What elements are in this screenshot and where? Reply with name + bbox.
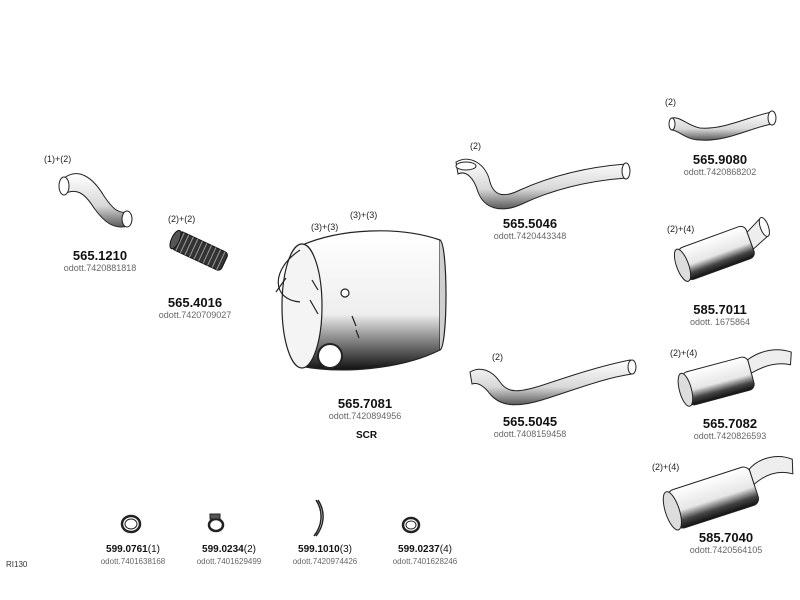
scr-muffler-565-7081-drawing [275, 230, 447, 371]
qty-565-7081-b: (3)+(3) [350, 210, 378, 220]
qty-565-5046: (2) [470, 141, 481, 151]
part-code: 565.1210 [72, 248, 128, 263]
small-part-599-1010: 599.1010(3) odott.7420974426 [280, 544, 370, 567]
pipe-565-1210-drawing [58, 173, 133, 228]
clip-599-1010-drawing [313, 499, 324, 537]
part-odott: odott.7420826593 [693, 431, 767, 441]
muffler-565-7082-drawing [677, 349, 792, 407]
part-odott: odott. 1675864 [689, 317, 751, 327]
part-code: 565.7082 [702, 416, 758, 431]
muffler-585-7040-drawing [662, 456, 794, 531]
qty-565-9080: (2) [665, 97, 676, 107]
part-code: 565.5046 [502, 216, 558, 231]
part-odott: odott.7420709027 [158, 310, 232, 320]
clamp-599-0237-drawing [401, 516, 421, 534]
part-odott: odott.7420564105 [689, 545, 763, 555]
part-585-7011: 585.7011 odott. 1675864 [660, 302, 780, 328]
part-565-4016: 565.4016 odott.7420709027 [135, 295, 255, 321]
small-part-599-0234: 599.0234(2) odott.7401629499 [184, 544, 274, 567]
part-code: 585.7011 [693, 302, 747, 317]
part-odott: odott.7401638168 [100, 557, 166, 566]
part-code: 599.1010(3) [298, 544, 352, 555]
qty-565-7081-a: (3)+(3) [311, 222, 339, 232]
part-code: 585.7040 [698, 530, 754, 545]
muffler-585-7011-drawing [673, 216, 770, 282]
qty-585-7040: (2)+(4) [652, 462, 680, 472]
part-565-7081: 565.7081 odott.7420894956 [305, 396, 425, 422]
part-odott: odott.7420443348 [493, 231, 567, 241]
pipe-565-5046-drawing [455, 158, 631, 210]
part-565-5046: 565.5046 odott.7420443348 [470, 216, 590, 242]
flex-hose-565-4016-drawing [169, 229, 228, 271]
clamp-599-0761-drawing [120, 514, 142, 534]
part-odott: odott.7420881818 [63, 263, 137, 273]
small-part-599-0761: 599.0761(1) odott.7401638168 [88, 544, 178, 567]
qty-565-4016: (2)+(2) [168, 214, 196, 224]
part-odott: odott.7420868202 [683, 167, 757, 177]
pipe-565-5045-drawing [469, 359, 637, 406]
part-code: 565.4016 [167, 295, 223, 310]
part-code: 599.0761(1) [106, 544, 160, 555]
small-part-599-0237: 599.0237(4) odott.7401628246 [380, 544, 470, 567]
part-odott: odott.7401628246 [392, 557, 458, 566]
part-code: 599.0237(4) [398, 544, 452, 555]
part-odott: odott.7401629499 [196, 557, 262, 566]
part-565-9080: 565.9080 odott.7420868202 [660, 152, 780, 178]
reference-code: RI130 [6, 560, 28, 569]
qty-565-7082: (2)+(4) [670, 348, 698, 358]
part-565-1210: 565.1210 odott.7420881818 [40, 248, 160, 274]
part-code: 565.7081 [337, 396, 393, 411]
part-565-5045: 565.5045 odott.7408159458 [470, 414, 590, 440]
part-odott: odott.7408159458 [493, 429, 567, 439]
part-code: 565.5045 [502, 414, 558, 429]
clamp-599-0234-drawing [207, 513, 225, 533]
pipe-565-9080-drawing [668, 110, 777, 141]
part-code: 565.9080 [692, 152, 748, 167]
part-code: 599.0234(2) [202, 544, 256, 555]
part-565-7082: 565.7082 odott.7420826593 [670, 416, 790, 442]
part-odott: odott.7420894956 [328, 411, 402, 421]
part-585-7040: 585.7040 odott.7420564105 [666, 530, 786, 556]
part-odott: odott.7420974426 [292, 557, 358, 566]
qty-565-1210: (1)+(2) [44, 154, 72, 164]
scr-label: SCR [356, 430, 378, 441]
qty-565-5045: (2) [492, 352, 503, 362]
qty-585-7011: (2)+(4) [667, 224, 695, 234]
